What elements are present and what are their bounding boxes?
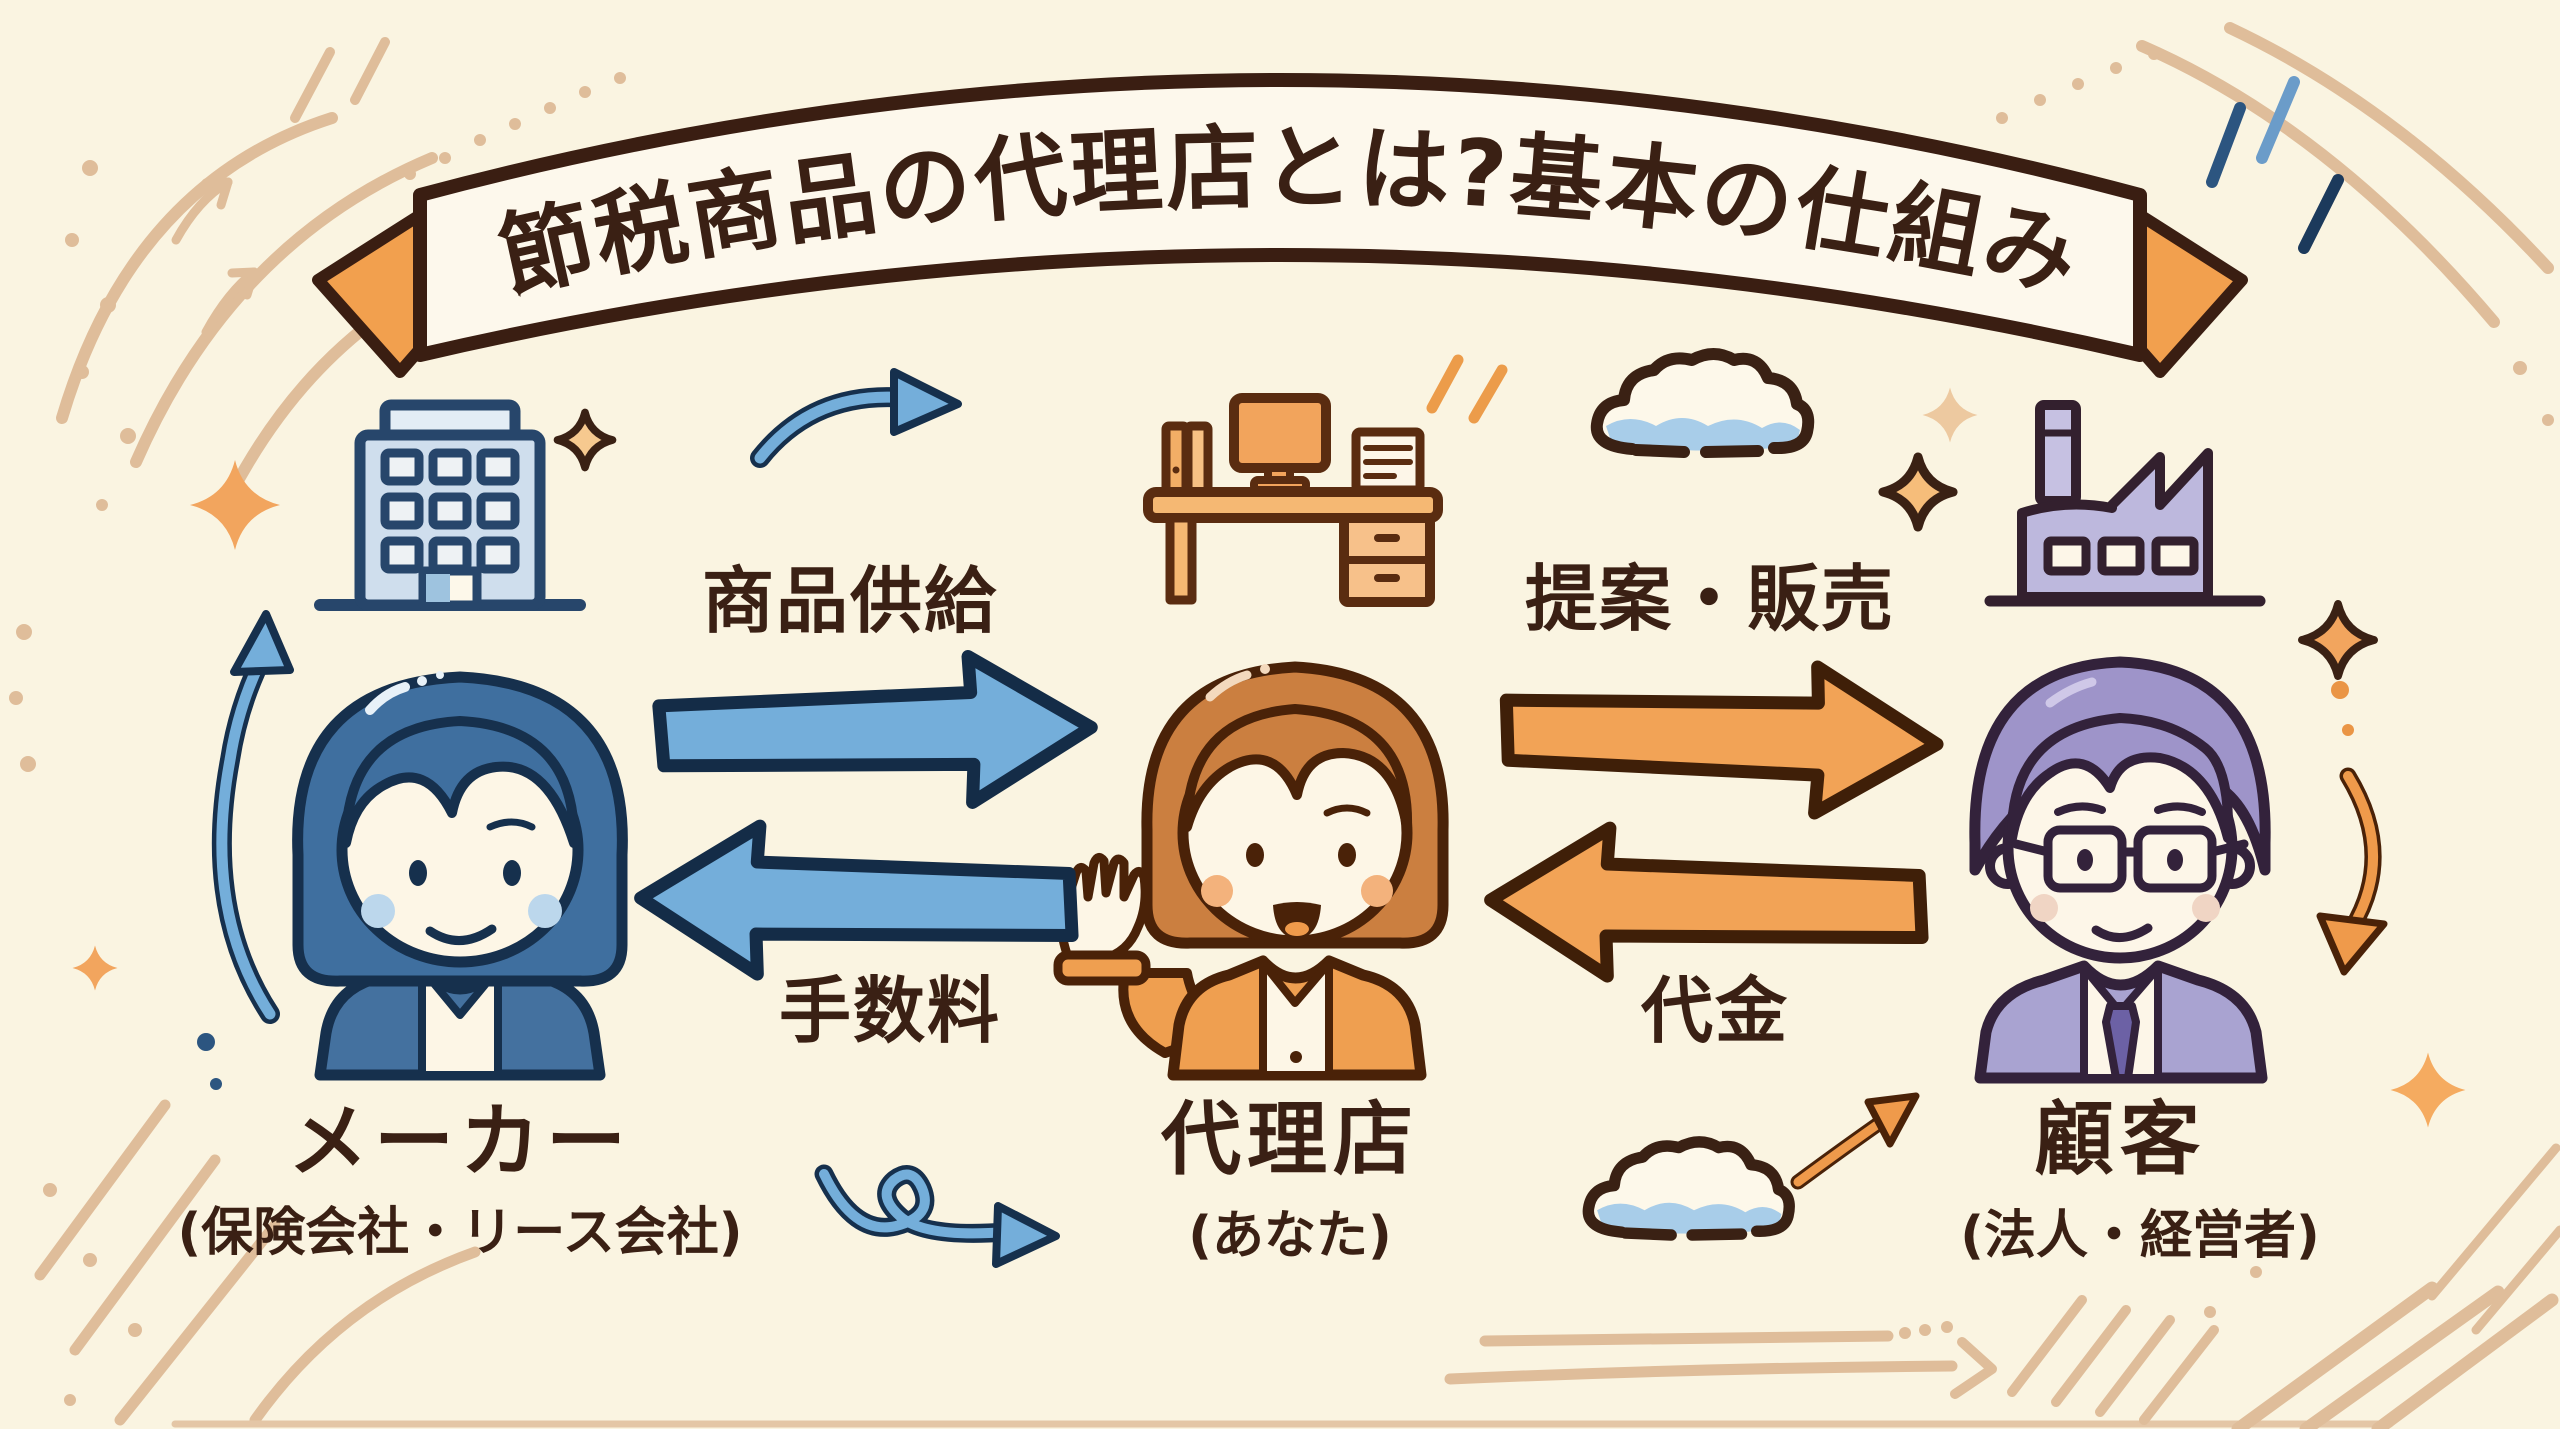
- banner-emphasis-marks: [2206, 76, 2344, 254]
- decor-top-right: [1996, 22, 2554, 426]
- doodle-arrow-icon: [171, 177, 259, 337]
- desk-emphasis-marks: [1426, 354, 1508, 424]
- customer-character: [1969, 656, 2271, 1084]
- agency-character: [1053, 661, 1449, 1081]
- payment-arrow: [1484, 821, 1929, 983]
- curved-arrow-blue-up-icon: [197, 610, 294, 1090]
- flow-label-payment: 代金: [1640, 969, 1789, 1053]
- curved-arrow-orange-down-icon: [2316, 681, 2388, 976]
- cloud-icon: [1590, 348, 1815, 458]
- ribbon-band: [413, 73, 2147, 362]
- cloud-icon: [1582, 1136, 1795, 1241]
- customer-tie: [2102, 1002, 2140, 1082]
- sparkle-icon: [190, 460, 280, 550]
- sparkle-icon: [1878, 452, 1958, 532]
- sparkle-icon: [72, 945, 118, 991]
- agency-bangs: [1182, 704, 1413, 832]
- customer-smile: [2091, 923, 2153, 942]
- maker-name-label: メーカー: [288, 1095, 632, 1188]
- doodle-arrowhead-icon: [1950, 1337, 1997, 1399]
- ribbon-fold-right: [2126, 209, 2248, 378]
- customer-fringe: [2006, 713, 2234, 843]
- maker-smile: [425, 924, 497, 945]
- customer-name-label: 顧客: [2034, 1093, 2206, 1186]
- sales-arrow: [1499, 660, 1944, 820]
- monitor-icon: [1229, 393, 1331, 473]
- office-building-icon: [314, 399, 586, 611]
- sparkle-icon: [1922, 387, 1978, 443]
- sparkle-icon: [553, 408, 617, 472]
- decor-top-left: [56, 37, 626, 511]
- maker-character: [292, 671, 628, 1081]
- flow-label-supply: 商品供給: [701, 559, 998, 643]
- customer-subtitle-label: (法人・経営者): [1960, 1206, 2320, 1266]
- glasses-icon: [2011, 825, 2249, 893]
- loop-arrow-blue-icon: [814, 1164, 1060, 1268]
- flow-label-commission: 手数料: [778, 969, 1001, 1053]
- desk-icon: [1143, 393, 1443, 607]
- sparkle-icons: [72, 387, 2466, 1128]
- agency-open-mouth: [1273, 902, 1321, 939]
- maker-subtitle-label: (保険会社・リース会社): [177, 1203, 743, 1263]
- factory-icon: [1984, 400, 2266, 607]
- sparkle-icon: [2390, 1052, 2466, 1128]
- waving-hand-icon: [1053, 853, 1151, 986]
- title-banner: 節税商品の代理店とは?基本の仕組み: [312, 73, 2248, 378]
- commission-arrow: [634, 819, 1079, 981]
- curved-arrow-blue-top-icon: [750, 368, 962, 468]
- agency-subtitle-label: (あなた): [1188, 1206, 1392, 1266]
- decor-bottom-line: [171, 1321, 2394, 1428]
- supply-arrow: [652, 649, 1098, 809]
- flow-label-sales: 提案・販売: [1524, 557, 1895, 641]
- decor-bottom-left: [34, 1099, 481, 1426]
- sparkle-icon: [2298, 600, 2378, 680]
- agency-name-label: 代理店: [1161, 1093, 1419, 1186]
- curved-arrow-orange-up-icon: [1790, 1092, 1920, 1190]
- decor-bottom-right: [2007, 1143, 2560, 1429]
- maker-bangs: [341, 716, 580, 848]
- decor-left-edge: [9, 624, 36, 772]
